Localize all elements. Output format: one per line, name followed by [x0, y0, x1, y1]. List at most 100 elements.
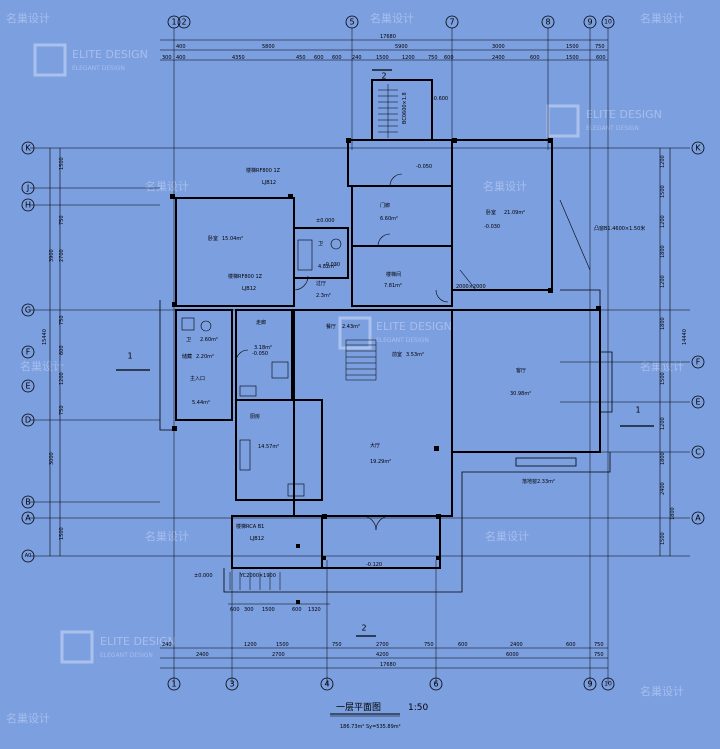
axis-bubble: A — [691, 511, 705, 525]
room-label: 走廊 3.18m² — [254, 319, 272, 351]
dim-label: 750 — [59, 215, 65, 225]
watermark-text: 名巢设计 — [145, 529, 189, 543]
dim-label: 1500 — [376, 55, 389, 61]
axis-bubble: A0 — [21, 549, 35, 563]
svg-text:走廊: 走廊 — [256, 319, 266, 326]
watermark-text: 名巢设计 — [145, 179, 189, 193]
svg-text:15.04m²: 15.04m² — [222, 236, 243, 242]
watermark-tagline: ELEGANT DESIGN — [376, 337, 429, 344]
axis-bubble: 1 — [167, 677, 181, 691]
axis-bubble: 5 — [345, 15, 359, 29]
axis-bubbles-right: K F E C A — [691, 141, 705, 525]
dim-label: 750 — [59, 405, 65, 415]
walls — [175, 79, 601, 569]
dim-label: 600 — [332, 55, 342, 61]
dim-label: 15440 — [42, 329, 48, 345]
watermark-tagline: ELEGANT DESIGN — [72, 65, 125, 72]
section-mark: 2 — [361, 624, 366, 633]
dim-label: 14440 — [682, 329, 688, 345]
dim-label: 3000 — [492, 44, 505, 50]
svg-text:K: K — [25, 144, 31, 153]
svg-text:客厅: 客厅 — [516, 367, 526, 374]
svg-text:6: 6 — [433, 680, 438, 689]
dim-label: 1500 — [660, 185, 666, 198]
dim-label: 750 — [595, 44, 605, 50]
dim-label: 400 — [176, 55, 186, 61]
dim-label: 1500 — [566, 44, 579, 50]
dim-label: 600 — [59, 345, 65, 355]
dim-label: 1800 — [660, 245, 666, 258]
dim-label: 1500 — [566, 55, 579, 61]
watermark-logo-icon — [546, 104, 580, 138]
svg-text:4.82m²: 4.82m² — [318, 264, 336, 270]
svg-text:前室: 前室 — [392, 351, 402, 358]
svg-text:2: 2 — [181, 18, 186, 27]
terrace-outline — [159, 289, 613, 593]
axis-bubble: 4 — [320, 677, 334, 691]
note: LJB12 — [242, 286, 256, 292]
axis-bubble: B — [21, 495, 35, 509]
dim-label: 1800 — [660, 317, 666, 330]
watermark-logo-icon — [338, 316, 372, 350]
svg-text:F: F — [696, 358, 701, 367]
watermark-brand: ELITE DESIGN — [100, 635, 176, 648]
watermark-tagline: ELEGANT DESIGN — [586, 125, 639, 132]
svg-text:2.43m²: 2.43m² — [342, 324, 360, 330]
axis-bubbles-left: K J H G F E D B A A0 — [21, 141, 35, 563]
dim-label: 750 — [428, 55, 438, 61]
svg-text:2.60m²: 2.60m² — [200, 337, 218, 343]
axis-bubble: 6 — [429, 677, 443, 691]
axis-bubble: D — [21, 413, 35, 427]
watermark-text: 名巢设计 — [640, 11, 684, 25]
watermark-brand: ELITE DESIGN — [586, 108, 662, 121]
dim-label: 300 — [244, 607, 254, 613]
svg-text:3.18m²: 3.18m² — [254, 345, 272, 351]
stairs-upper — [378, 84, 398, 138]
svg-text:卫: 卫 — [186, 337, 191, 343]
dim-label: 750 — [594, 652, 604, 658]
axis-bubble: 10 — [601, 15, 615, 29]
dim-label: 600 — [444, 55, 454, 61]
svg-text:A: A — [25, 514, 31, 523]
svg-text:3.53m²: 3.53m² — [406, 352, 424, 358]
axis-bubble: K — [21, 141, 35, 155]
dim-label: 3900 — [49, 249, 55, 262]
room-label: 卫4.82m² — [318, 241, 336, 270]
dim-label: 5800 — [262, 44, 275, 50]
svg-text:E: E — [25, 382, 30, 391]
level-mark: -0.050 — [416, 164, 432, 170]
watermark-logo-icon — [60, 630, 94, 664]
svg-text:1: 1 — [171, 18, 176, 27]
svg-text:7.81m²: 7.81m² — [384, 283, 402, 289]
section-marks: 1 1 2 2 — [116, 69, 654, 637]
svg-text:5.44m²: 5.44m² — [192, 400, 210, 406]
svg-text:J: J — [26, 184, 29, 193]
svg-text:7: 7 — [449, 18, 454, 27]
svg-text:8: 8 — [545, 18, 550, 27]
dim-label: 400 — [176, 44, 186, 50]
dim-label: 450 — [296, 55, 306, 61]
bathtub-icon — [297, 239, 313, 271]
axis-bubble: 10 — [601, 677, 615, 691]
svg-text:4: 4 — [324, 680, 329, 689]
svg-text:A: A — [695, 514, 701, 523]
watermark-brand: ELITE DESIGN — [376, 320, 452, 333]
drawing-scale: 1:50 — [408, 703, 428, 713]
svg-text:厨房: 厨房 — [250, 413, 260, 420]
note: 2000×2000 — [456, 284, 486, 290]
watermark-logo-mid-right: ELITE DESIGN ELEGANT DESIGN — [546, 104, 662, 138]
axis-bubble: 9 — [583, 677, 597, 691]
dim-label: 1500 — [660, 532, 666, 545]
watermark-text: 名巢设计 — [6, 711, 50, 725]
fixtures — [181, 199, 591, 497]
note: 楼梯RF800 1Z — [246, 167, 281, 174]
axis-bubble: G — [21, 303, 35, 317]
dim-label: 600 — [596, 55, 606, 61]
svg-text:1: 1 — [171, 680, 176, 689]
axis-bubble: 3 — [225, 677, 239, 691]
columns — [170, 138, 601, 604]
